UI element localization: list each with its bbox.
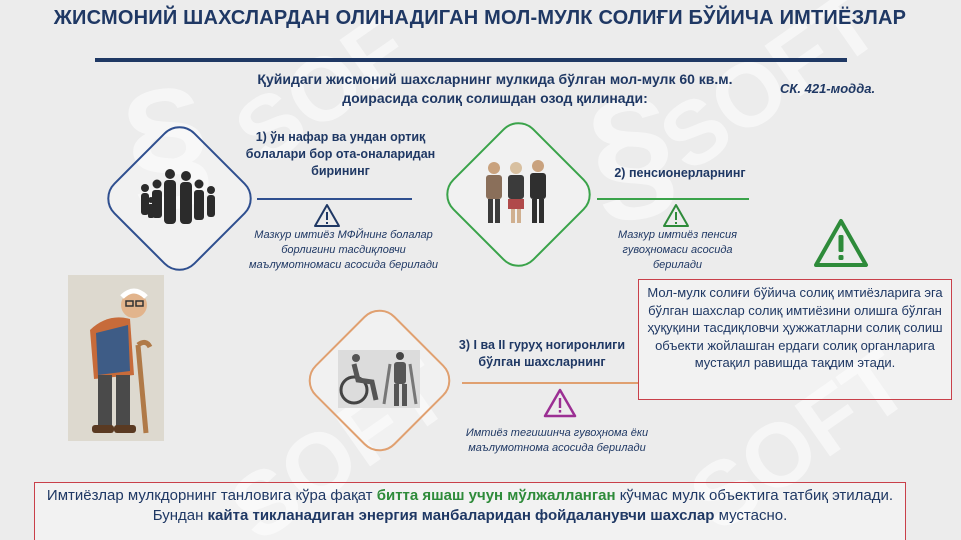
page-title: ЖИСМОНИЙ ШАХСЛАРДАН ОЛИНАДИГАН МОЛ-МУЛК … [53,7,907,29]
warning-icon [814,219,868,267]
warning-icon [543,388,577,418]
bottom-note-highlight: кайта тикланадиган энергия манбаларидан … [207,507,715,524]
disabled-persons-illustration [338,350,420,408]
pensioners-illustration [486,160,546,223]
title-underline [95,58,847,62]
bottom-note-text: мустасно. [714,507,788,524]
category-2-connector [597,198,749,200]
family-illustration [141,169,215,224]
category-1-connector [257,198,412,200]
category-1-title: 1) ўн нафар ва ундан ортиқ болалари бор … [245,130,436,178]
category-3-title: 3) I ва II гуруҳ ногиронлиги бўлган шахс… [458,338,626,369]
warning-icon [663,204,689,227]
bottom-note: Имтиёзлар мулкдорнинг танловига кўра фақ… [34,482,906,540]
bottom-note-text: Имтиёзлар мулкдорнинг танловига кўра фақ… [46,487,377,504]
bottom-note-highlight: битта яшаш учун мўлжалланган [376,487,616,504]
bottom-note-text: кўчмас мулк объектига татбиқ этилади. Бу… [152,487,894,524]
warning-icon [314,204,340,227]
intro-text: Қуйидаги жисмоний шахсларнинг мулкида бў… [257,71,733,106]
category-2-title: 2) пенсионерларнинг [614,166,746,180]
legal-reference: СК. 421-модда. [780,81,876,96]
category-2-note: Мазкур имтиёз пенсия гувоҳномаси асосида… [617,229,738,271]
category-1-note: Мазкур имтиёз МФЙнинг болалар борлигини … [248,229,439,271]
info-box: Мол-мулк солиғи бўйича солиқ имтиёзлариг… [638,279,952,400]
category-3-connector [462,382,638,384]
elderly-man-illustration [68,275,164,441]
category-3-note: Имтиёз тегишинча гувоҳнома ёки маълумотн… [465,427,649,454]
